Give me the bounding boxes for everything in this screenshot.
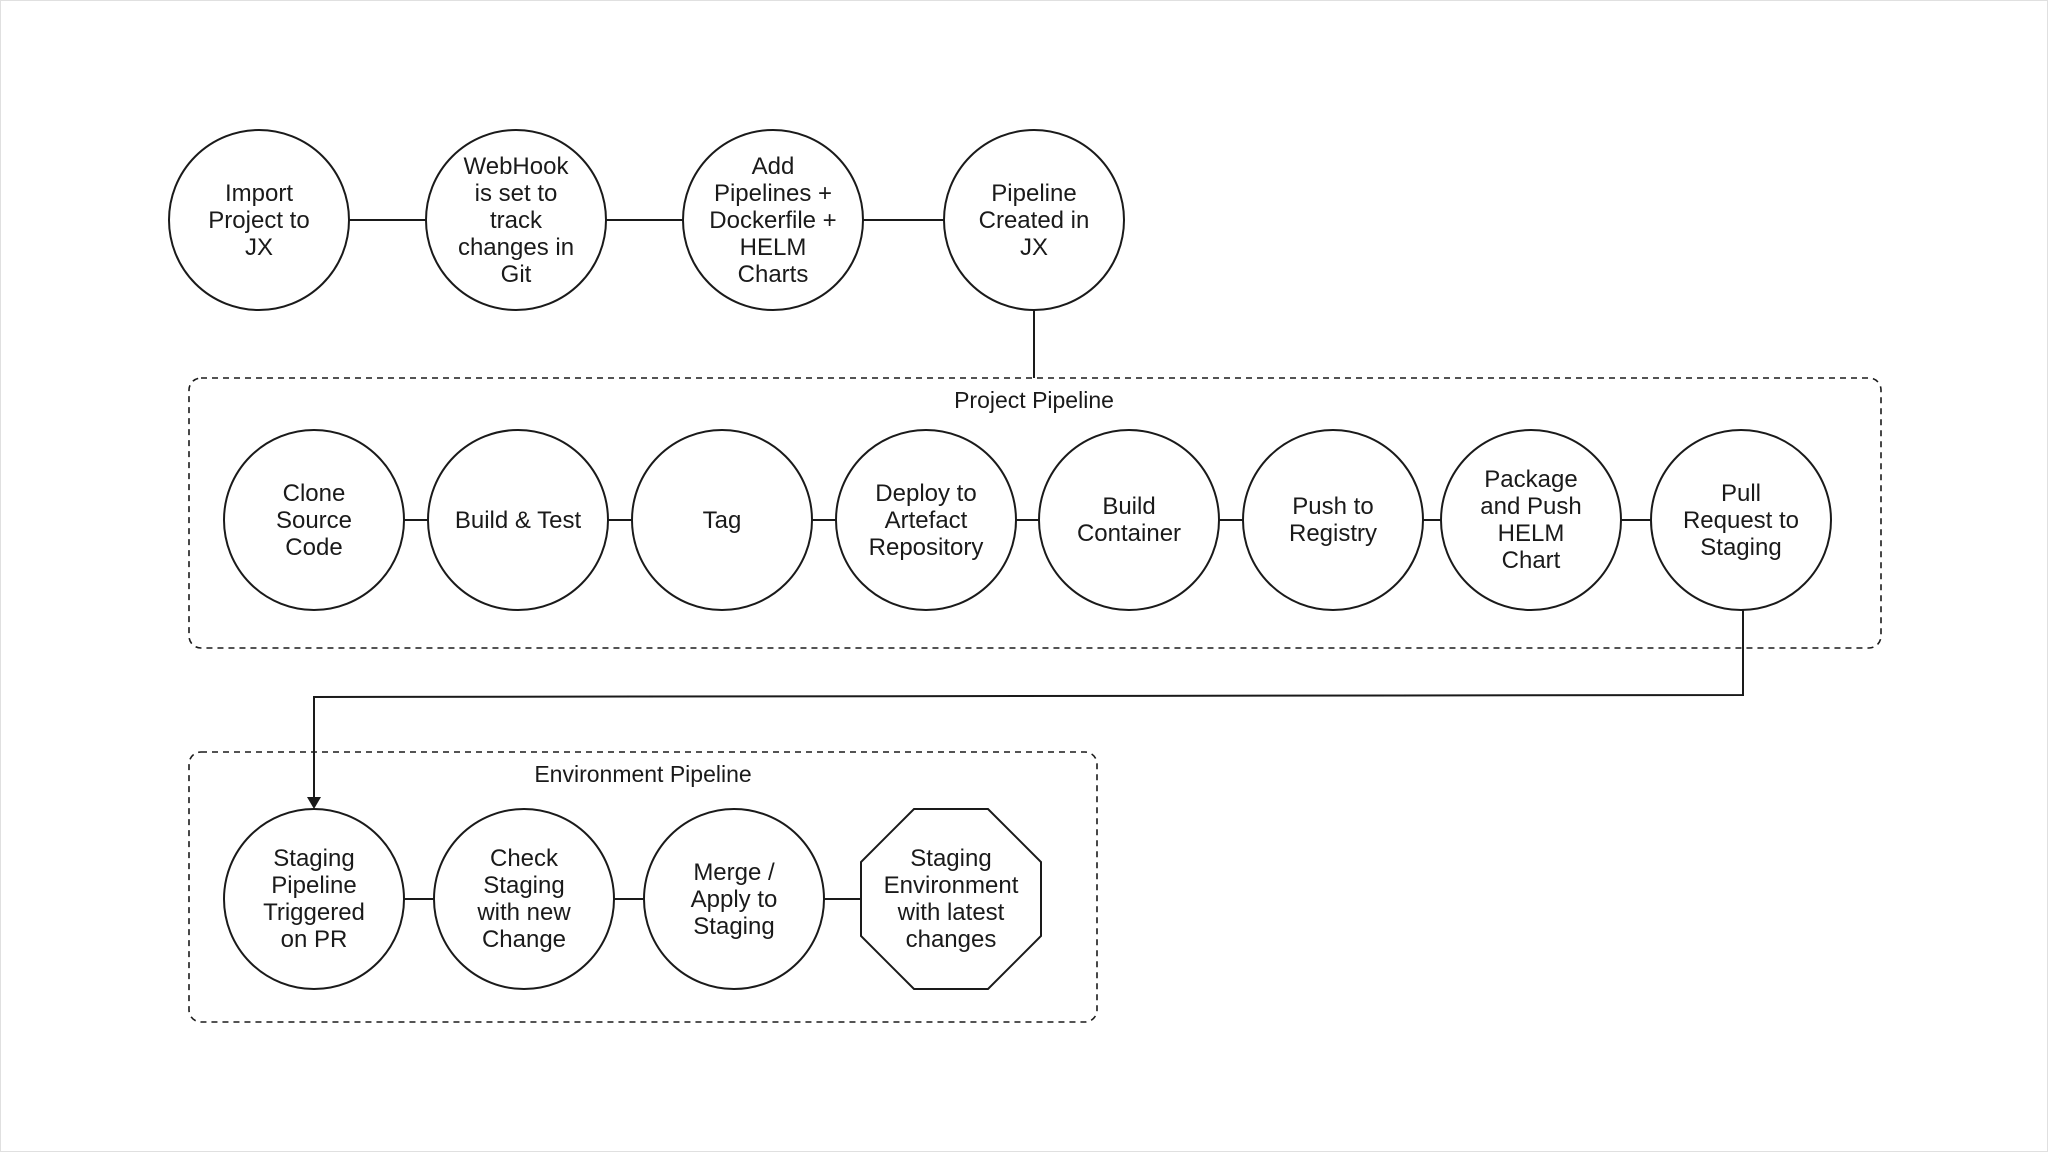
node-deploy-artefact-label: Deploy to Artefact Repository xyxy=(868,479,984,561)
environment-pipeline-title: Environment Pipeline xyxy=(534,761,752,787)
pull-request-to-staging-connector xyxy=(313,610,1744,799)
node-check-staging-label: Check Staging with new Change xyxy=(477,845,571,953)
node-push-registry-label: Push to Registry xyxy=(1288,493,1378,547)
project-pipeline-box xyxy=(188,377,1882,649)
node-staging-env-shape xyxy=(860,808,1042,990)
node-staging-triggered-label: Staging Pipeline Triggered on PR xyxy=(263,845,365,953)
node-build-container-shape xyxy=(1038,429,1220,611)
node-staging-env-label: Staging Environment with latest changes xyxy=(883,845,1019,953)
node-push-registry-shape xyxy=(1242,429,1424,611)
node-add-pipelines-shape xyxy=(682,129,864,311)
node-staging-triggered-shape xyxy=(223,808,405,990)
node-build-test-shape xyxy=(427,429,609,611)
node-build-test-label: Build & Test xyxy=(454,506,582,534)
node-clone-source-shape xyxy=(223,429,405,611)
node-webhook-shape xyxy=(425,129,607,311)
node-import-project-shape xyxy=(168,129,350,311)
node-tag-label: Tag xyxy=(702,506,742,534)
node-deploy-artefact-shape xyxy=(835,429,1017,611)
node-pipeline-created-label: Pipeline Created in JX xyxy=(978,179,1090,261)
node-pull-request-label: Pull Request to Staging xyxy=(1682,479,1800,561)
arrow-head-icon xyxy=(307,797,321,809)
environment-pipeline-box xyxy=(188,751,1098,1023)
node-build-container-label: Build Container xyxy=(1076,493,1182,547)
project-pipeline-title: Project Pipeline xyxy=(954,387,1114,413)
node-pipeline-created-shape xyxy=(943,129,1125,311)
node-add-pipelines-label: Add Pipelines + Dockerfile + HELM Charts xyxy=(709,152,837,288)
node-import-project-label: Import Project to JX xyxy=(208,179,310,261)
node-package-helm-shape xyxy=(1440,429,1622,611)
node-merge-apply-label: Merge / Apply to Staging xyxy=(690,858,778,940)
node-tag-shape xyxy=(631,429,813,611)
node-merge-apply-shape xyxy=(643,808,825,990)
node-clone-source-label: Clone Source Code xyxy=(275,479,353,561)
node-webhook-label: WebHook is set to track changes in Git xyxy=(457,152,575,288)
node-pull-request-shape xyxy=(1650,429,1832,611)
node-package-helm-label: Package and Push HELM Chart xyxy=(1480,466,1582,574)
node-check-staging-shape xyxy=(433,808,615,990)
